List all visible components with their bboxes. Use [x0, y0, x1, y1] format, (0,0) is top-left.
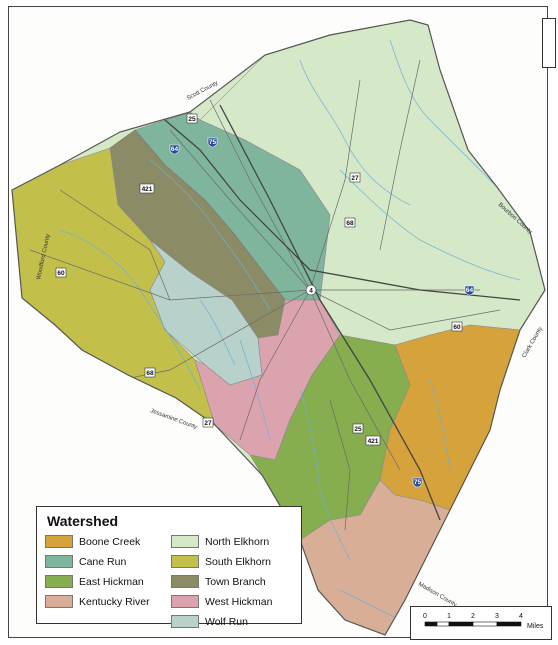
- scale-tick-2: 2: [471, 613, 475, 620]
- shield-i64-text: 64: [171, 146, 179, 153]
- legend-label: Kentucky River: [79, 595, 150, 608]
- swatch-kentucky-river: [45, 595, 73, 608]
- shield-us60: 60: [55, 267, 67, 278]
- legend-label: Boone Creek: [79, 535, 141, 548]
- shield-us27-south: 27: [202, 417, 214, 428]
- swatch-west-hickman: [171, 595, 199, 608]
- streams: [59, 39, 521, 621]
- shield-i75-south: 75: [412, 477, 423, 488]
- legend-label: East Hickman: [79, 575, 144, 588]
- shield-i75: 75: [207, 137, 218, 148]
- shield-us60-east-text: 60: [453, 324, 461, 331]
- scale-bar-graphic: 0 1 2 3 4 Miles: [423, 613, 544, 630]
- legend-item-wolf-run: Wolf Run: [171, 613, 301, 630]
- swatch-boone-creek: [45, 535, 73, 548]
- legend-item-kentucky-river: Kentucky River: [45, 593, 165, 610]
- swatch-south-elkhorn: [171, 555, 199, 568]
- label-madison-county: Madison County: [417, 582, 458, 609]
- shield-us68-text: 68: [346, 220, 354, 227]
- region-boone-creek: [379, 324, 521, 511]
- legend-label: West Hickman: [205, 595, 273, 608]
- shield-i64-east: 64: [464, 285, 475, 296]
- shield-i75-text: 75: [209, 139, 217, 146]
- swatch-cane-run: [45, 555, 73, 568]
- shield-us25-text: 25: [188, 116, 196, 123]
- shield-us68: 68: [344, 217, 356, 228]
- legend-column-right: North Elkhorn South Elkhorn Town Branch …: [171, 533, 301, 630]
- shield-us27-south-text: 27: [204, 420, 212, 427]
- legend-item-boone-creek: Boone Creek: [45, 533, 165, 550]
- legend-column-left: Boone Creek Cane Run East Hickman Kentuc…: [45, 533, 165, 630]
- legend: Watershed Boone Creek Cane Run East Hick…: [36, 506, 302, 628]
- scale-tick-0: 0: [423, 613, 427, 620]
- shield-us421-text: 421: [142, 186, 153, 193]
- shield-us27-text: 27: [351, 175, 359, 182]
- shield-us421: 421: [139, 183, 155, 194]
- scale-bar: 0 1 2 3 4 Miles: [410, 606, 552, 640]
- legend-item-north-elkhorn: North Elkhorn: [171, 533, 301, 550]
- scale-tick-4: 4: [519, 613, 523, 620]
- shield-us60-text: 60: [57, 270, 65, 277]
- shield-i64: 64: [169, 144, 180, 155]
- swatch-wolf-run: [171, 615, 199, 628]
- shield-us68-south: 68: [144, 367, 156, 378]
- shield-r4-text: 4: [309, 288, 313, 295]
- shield-us60-east: 60: [451, 321, 463, 332]
- scale-segments: [424, 621, 522, 627]
- label-jessamine-county: Jessamine County: [149, 408, 197, 431]
- swatch-east-hickman: [45, 575, 73, 588]
- shield-us421-south: 421: [365, 435, 381, 446]
- shield-r4: 4: [305, 284, 317, 296]
- legend-item-cane-run: Cane Run: [45, 553, 165, 570]
- shield-us25: 25: [186, 113, 198, 124]
- shield-i75-south-text: 75: [414, 479, 422, 486]
- label-clark-county: Clark County: [522, 326, 545, 359]
- legend-label: South Elkhorn: [205, 555, 271, 568]
- swatch-north-elkhorn: [171, 535, 199, 548]
- legend-label: Town Branch: [205, 575, 266, 588]
- legend-item-west-hickman: West Hickman: [171, 593, 301, 610]
- swatch-town-branch: [171, 575, 199, 588]
- legend-item-south-elkhorn: South Elkhorn: [171, 553, 301, 570]
- shield-us25-south-text: 25: [354, 426, 362, 433]
- scale-unit: Miles: [527, 623, 544, 630]
- legend-item-town-branch: Town Branch: [171, 573, 301, 590]
- shield-us27: 27: [349, 172, 361, 183]
- north-arrow-box: [542, 18, 556, 68]
- legend-label: Wolf Run: [205, 615, 248, 628]
- legend-title: Watershed: [47, 513, 119, 529]
- legend-item-east-hickman: East Hickman: [45, 573, 165, 590]
- legend-label: North Elkhorn: [205, 535, 270, 548]
- legend-label: Cane Run: [79, 555, 127, 568]
- interstates: [164, 104, 521, 521]
- shield-i64-east-text: 64: [466, 287, 474, 294]
- scale-tick-3: 3: [495, 613, 499, 620]
- legend-grid: Boone Creek Cane Run East Hickman Kentuc…: [45, 533, 293, 630]
- shield-us68-south-text: 68: [146, 370, 154, 377]
- county-boundary: [11, 19, 546, 636]
- shield-us25-south: 25: [352, 423, 364, 434]
- shield-us421-south-text: 421: [368, 438, 379, 445]
- scale-tick-1: 1: [447, 613, 451, 620]
